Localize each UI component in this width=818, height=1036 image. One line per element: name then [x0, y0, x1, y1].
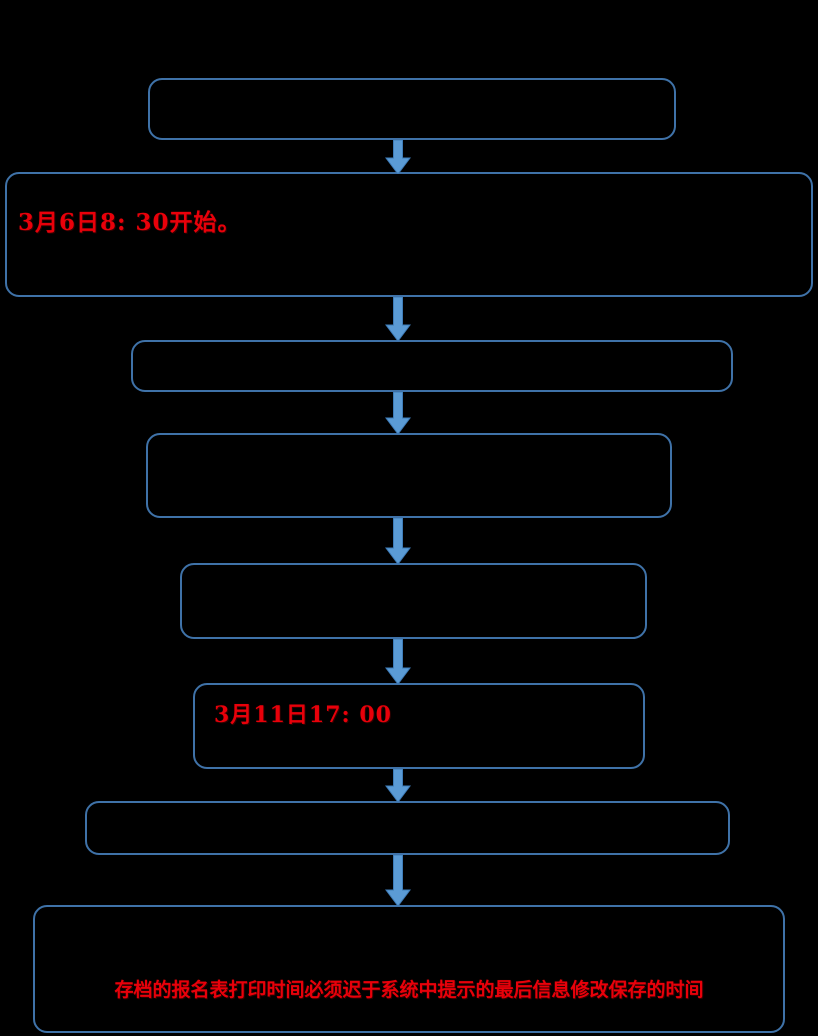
down-arrow-icon-5: [385, 639, 411, 684]
down-arrow-icon-4: [385, 518, 411, 564]
flow-node-2[interactable]: [5, 172, 813, 297]
annotation-deadline-time: 3月11日17: 00: [214, 702, 392, 728]
annotation-start-time: 3月6日8: 30开始。: [18, 209, 242, 236]
flow-node-4[interactable]: [146, 433, 672, 518]
flow-node-5[interactable]: [180, 563, 647, 639]
down-arrow-icon-2: [385, 297, 411, 341]
flow-node-7[interactable]: [85, 801, 730, 855]
down-arrow-icon-7: [385, 855, 411, 906]
annotation-print-time-notice: 存档的报名表打印时间必须迟于系统中提示的最后信息修改保存的时间: [114, 979, 704, 1001]
down-arrow-icon-6: [385, 769, 411, 802]
down-arrow-icon-3: [385, 392, 411, 434]
flow-node-6[interactable]: [193, 683, 645, 769]
flow-node-1[interactable]: [148, 78, 676, 140]
flow-node-3[interactable]: [131, 340, 733, 392]
down-arrow-icon-1: [385, 140, 411, 174]
flow-node-8[interactable]: [33, 905, 785, 1033]
